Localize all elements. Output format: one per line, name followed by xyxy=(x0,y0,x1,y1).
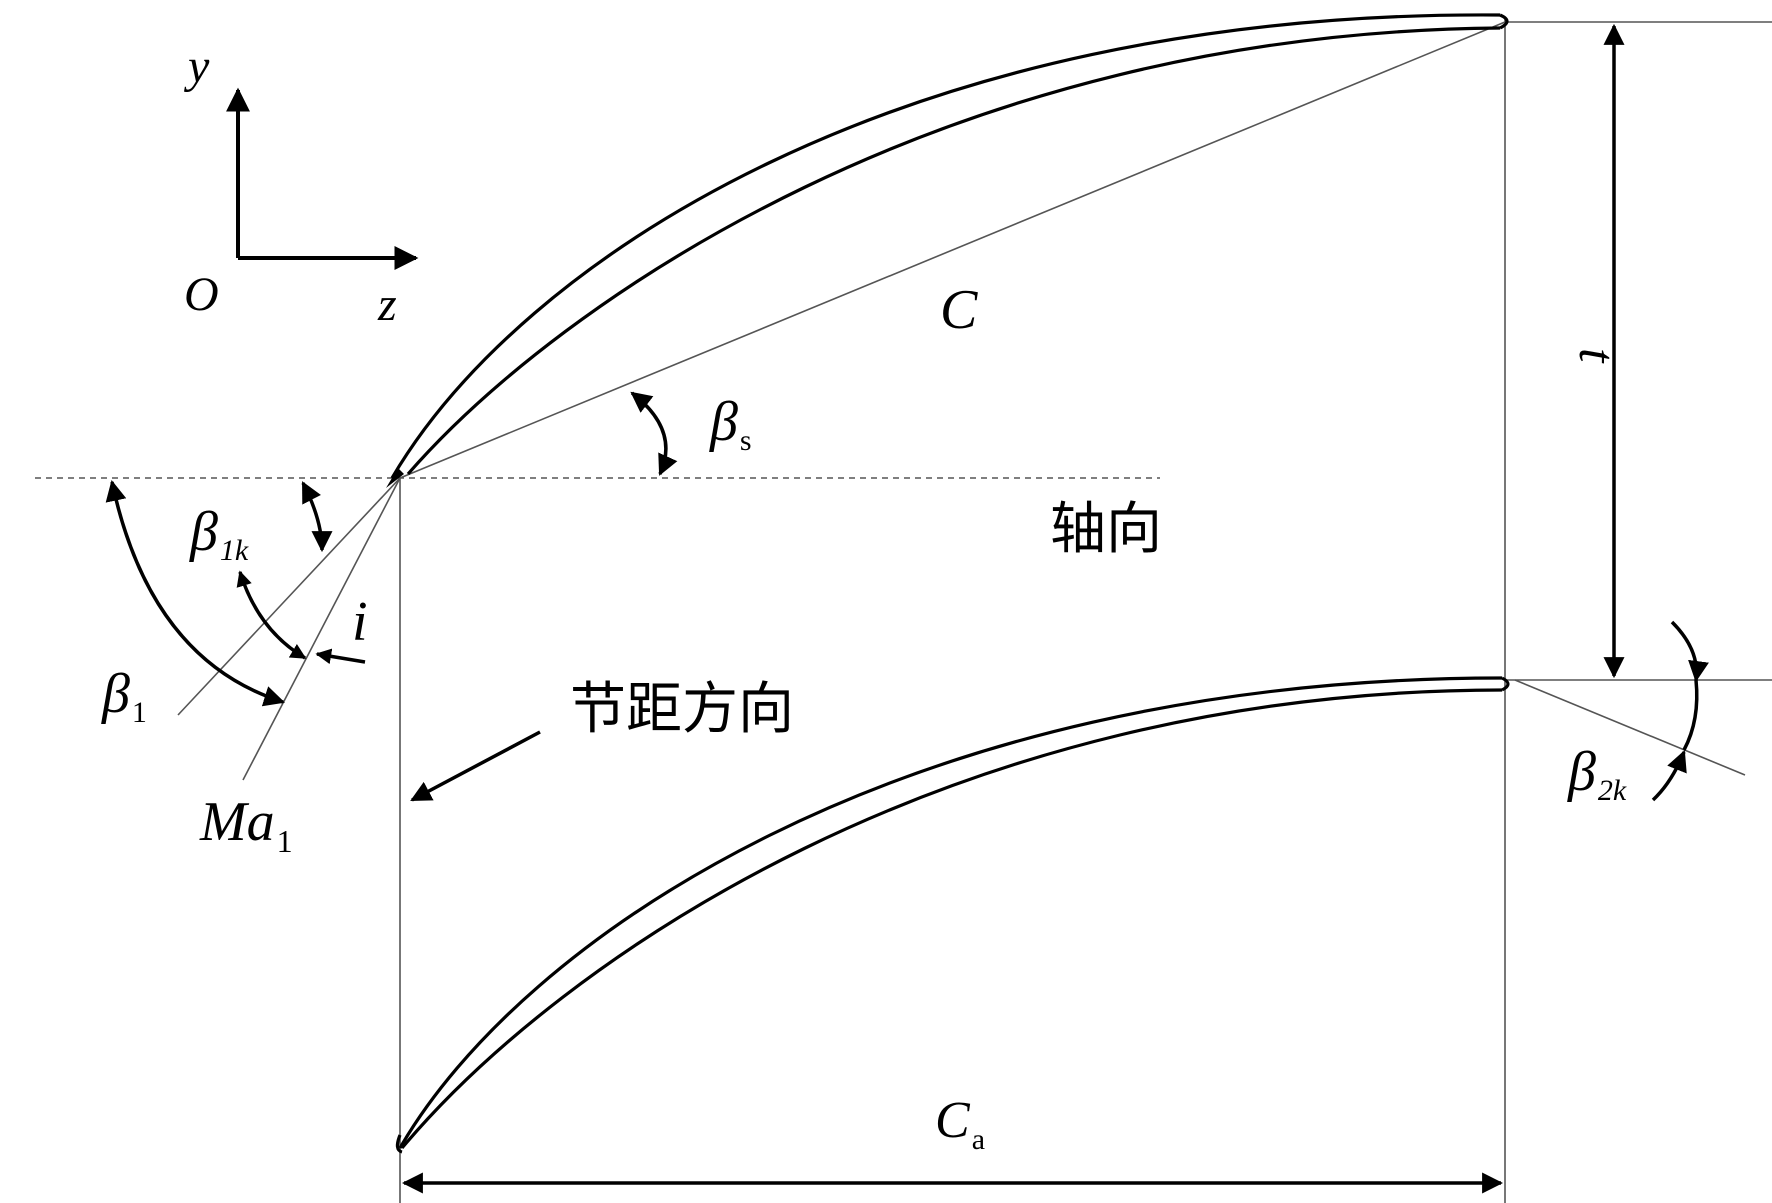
pitch-direction-label: 节距方向 xyxy=(570,677,794,742)
axial-chord-dimension: Ca xyxy=(401,1092,1504,1194)
upper-blade-trailing-edge xyxy=(1499,13,1509,30)
lower-blade-suction-side xyxy=(398,676,1503,1149)
pitch-dimension: t xyxy=(1568,23,1625,679)
lower-blade-leading-edge xyxy=(395,1134,403,1154)
beta1-angle: β1 xyxy=(101,479,286,729)
lower-blade-trailing-edge xyxy=(1501,676,1510,692)
beta1k-angle-arrow xyxy=(301,481,333,553)
mach-flow-line xyxy=(242,477,401,781)
upper-blade xyxy=(386,13,1509,488)
chord-line xyxy=(399,21,1506,479)
beta1-angle-label: β1 xyxy=(101,663,147,729)
stagger-angle: βs xyxy=(630,391,752,476)
upper-blade-leading-edge xyxy=(386,468,404,488)
pitch-label: t xyxy=(1568,348,1625,364)
beta1-angle-arrow xyxy=(105,479,286,707)
beta2k-angle-label: β2k xyxy=(1567,741,1627,807)
y-axis-label: y xyxy=(183,40,210,93)
axial-direction-label: 轴向 xyxy=(1050,497,1162,562)
beta1k-angle-label: β1k xyxy=(189,501,249,567)
mach-label: Ma1 xyxy=(199,791,293,859)
lower-blade-pressure-side xyxy=(400,688,1503,1150)
incidence-pointer-arrow xyxy=(315,648,366,665)
beta1k-angle: β1k xyxy=(189,481,333,567)
lower-blade xyxy=(395,676,1510,1154)
upper-blade-suction-side xyxy=(390,13,1501,479)
exit-flow-line xyxy=(1514,679,1746,776)
coordinate-axes: y O z xyxy=(183,40,419,331)
reference-lines xyxy=(35,18,1772,1203)
incidence-label: i xyxy=(352,591,368,653)
stagger-angle-label: βs xyxy=(709,391,752,457)
upper-blade-pressure-side xyxy=(406,26,1501,476)
incidence-angle: i xyxy=(236,570,368,665)
chord-label: C xyxy=(940,279,978,341)
axial-chord-label: Ca xyxy=(935,1092,985,1156)
pitch-direction-annotation: 节距方向 xyxy=(410,677,794,802)
stagger-angle-arrow xyxy=(630,391,678,476)
origin-label: O xyxy=(184,268,219,321)
pitch-direction-arrow xyxy=(410,730,541,802)
beta2k-arrow-upper xyxy=(1670,620,1709,683)
beta2k-arc xyxy=(1682,679,1699,751)
beta2k-arrow-lower xyxy=(1651,750,1687,802)
z-axis-label: z xyxy=(377,278,397,331)
beta2k-angle: β2k xyxy=(1567,620,1709,807)
